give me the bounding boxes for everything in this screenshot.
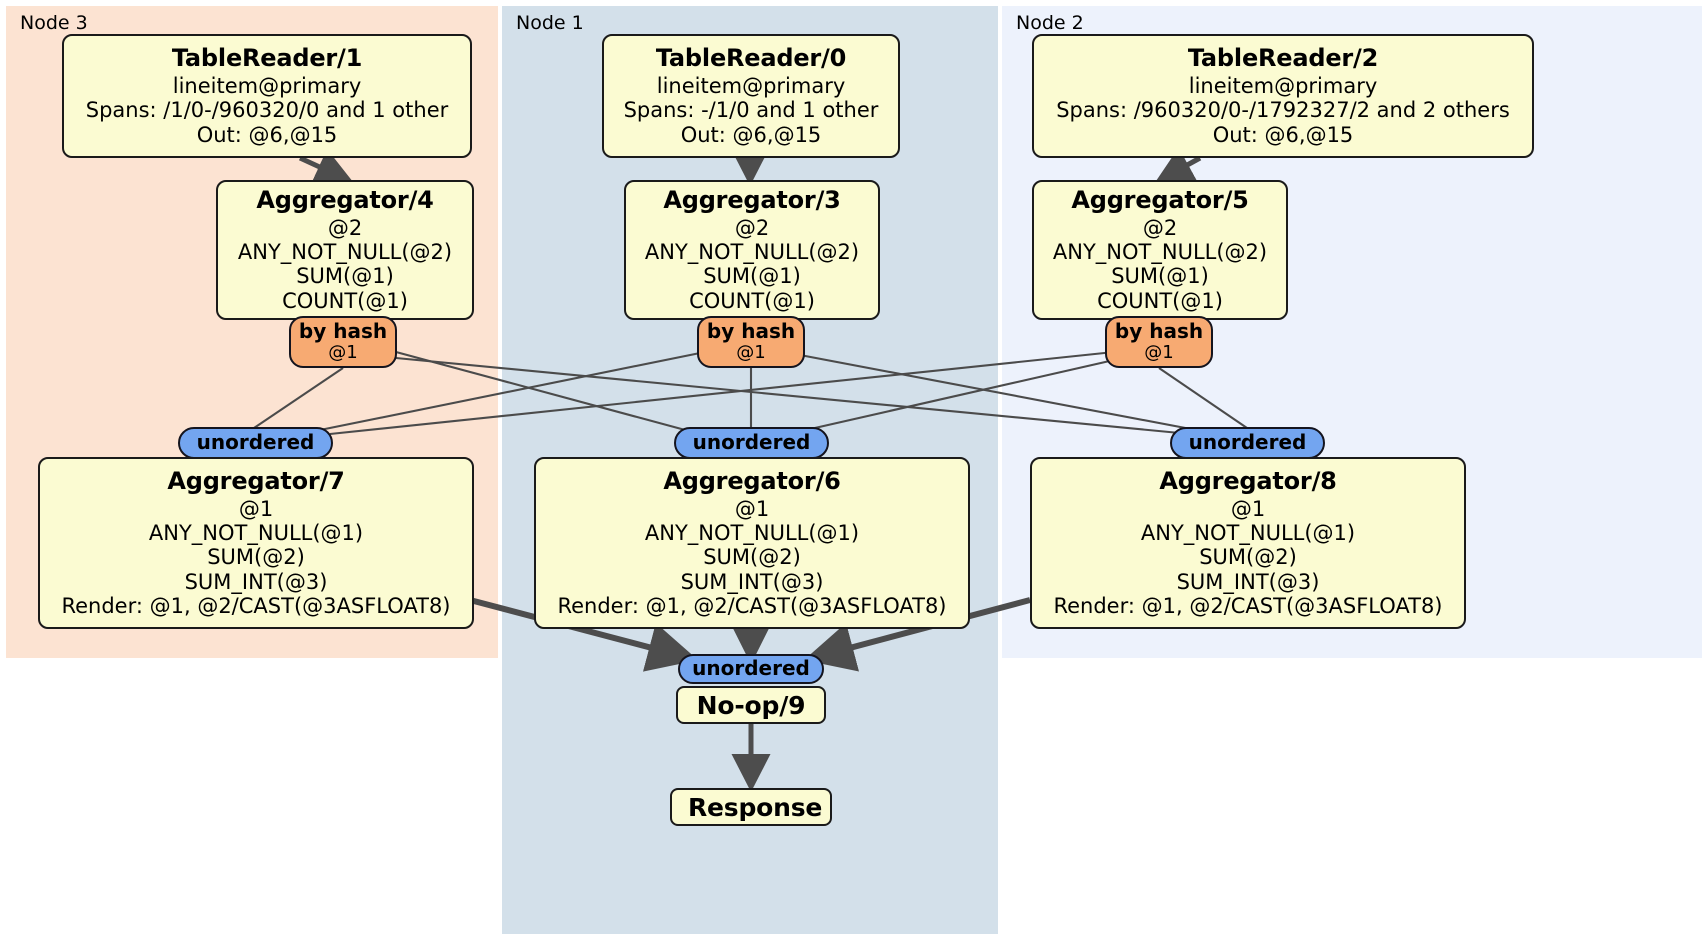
processor-line: SUM(@2) — [207, 545, 305, 570]
synchronizer-label: unordered — [692, 430, 811, 455]
synchronizer-unordered-left[interactable]: unordered — [178, 427, 333, 459]
processor-line: SUM(@2) — [1199, 545, 1297, 570]
processor-render-line: Render: @1, @2/CAST(@3ASFLOAT8) — [557, 593, 947, 618]
processor-line: SUM_INT(@3) — [184, 569, 328, 594]
processor-line: Spans: /1/0-/960320/0 and 1 other — [85, 98, 449, 123]
processor-line: Spans: /960320/0-/1792327/2 and 2 others — [1056, 98, 1510, 123]
processor-line: SUM(@2) — [703, 545, 801, 570]
processor-title: Aggregator/5 — [1071, 185, 1249, 214]
processor-line: @1 — [734, 496, 770, 521]
processor-line: SUM(@1) — [296, 264, 394, 289]
processor-line: COUNT(@1) — [282, 288, 408, 313]
processor-render-line: Render: @1, @2/CAST(@3ASFLOAT8) — [1053, 593, 1443, 618]
processor-aggregator-4[interactable]: Aggregator/4 @2 ANY_NOT_NULL(@2) SUM(@1)… — [216, 180, 474, 320]
router-by-hash-right[interactable]: by hash @1 — [1105, 316, 1213, 368]
processor-line: Out: @6,@15 — [1212, 122, 1354, 147]
processor-line: SUM(@1) — [703, 264, 801, 289]
processor-aggregator-8[interactable]: Aggregator/8 @1 ANY_NOT_NULL(@1) SUM(@2)… — [1030, 457, 1466, 629]
processor-line: Out: @6,@15 — [196, 122, 338, 147]
node-label-node2: Node 2 — [1016, 12, 1084, 34]
processor-line: COUNT(@1) — [689, 288, 815, 313]
node-label-node1: Node 1 — [516, 12, 584, 34]
processor-title: TableReader/2 — [1187, 44, 1379, 73]
processor-table-reader-0[interactable]: TableReader/0 lineitem@primary Spans: -/… — [602, 34, 900, 158]
processor-aggregator-7[interactable]: Aggregator/7 @1 ANY_NOT_NULL(@1) SUM(@2)… — [38, 457, 474, 629]
router-label: by hash — [298, 319, 388, 344]
processor-line: lineitem@primary — [656, 73, 846, 98]
processor-title: Response — [688, 792, 823, 822]
processor-no-op-9[interactable]: No-op/9 — [676, 686, 826, 724]
router-by-hash-mid[interactable]: by hash @1 — [697, 316, 805, 368]
processor-line: lineitem@primary — [172, 73, 362, 98]
router-label: by hash — [706, 319, 796, 344]
synchronizer-unordered-right[interactable]: unordered — [1170, 427, 1325, 459]
processor-line: Out: @6,@15 — [680, 122, 822, 147]
processor-line: ANY_NOT_NULL(@2) — [1052, 240, 1268, 265]
processor-title: Aggregator/7 — [167, 466, 345, 495]
processor-line: SUM(@1) — [1111, 264, 1209, 289]
processor-title: TableReader/0 — [655, 44, 847, 73]
router-column: @1 — [328, 342, 358, 364]
processor-title: TableReader/1 — [171, 44, 363, 73]
processor-table-reader-1[interactable]: TableReader/1 lineitem@primary Spans: /1… — [62, 34, 472, 158]
processor-title: Aggregator/6 — [663, 466, 841, 495]
synchronizer-unordered-final[interactable]: unordered — [678, 654, 824, 684]
processor-table-reader-2[interactable]: TableReader/2 lineitem@primary Spans: /9… — [1032, 34, 1534, 158]
processor-line: ANY_NOT_NULL(@1) — [644, 520, 860, 545]
processor-line: @2 — [1142, 215, 1178, 240]
processor-line: @1 — [238, 496, 274, 521]
synchronizer-label: unordered — [692, 656, 810, 681]
synchronizer-unordered-mid[interactable]: unordered — [674, 427, 829, 459]
processor-line: SUM_INT(@3) — [680, 569, 824, 594]
processor-response[interactable]: Response — [670, 788, 832, 826]
processor-line: COUNT(@1) — [1097, 288, 1223, 313]
node-label-node3: Node 3 — [20, 12, 88, 34]
processor-title: Aggregator/8 — [1159, 466, 1337, 495]
processor-line: @1 — [1230, 496, 1266, 521]
router-column: @1 — [736, 342, 766, 364]
router-column: @1 — [1144, 342, 1174, 364]
processor-line: lineitem@primary — [1188, 73, 1378, 98]
processor-title: Aggregator/4 — [256, 185, 434, 214]
processor-line: SUM_INT(@3) — [1176, 569, 1320, 594]
processor-line: ANY_NOT_NULL(@2) — [644, 240, 860, 265]
processor-render-line: Render: @1, @2/CAST(@3ASFLOAT8) — [61, 593, 451, 618]
router-label: by hash — [1114, 319, 1204, 344]
processor-aggregator-6[interactable]: Aggregator/6 @1 ANY_NOT_NULL(@1) SUM(@2)… — [534, 457, 970, 629]
processor-aggregator-5[interactable]: Aggregator/5 @2 ANY_NOT_NULL(@2) SUM(@1)… — [1032, 180, 1288, 320]
processor-aggregator-3[interactable]: Aggregator/3 @2 ANY_NOT_NULL(@2) SUM(@1)… — [624, 180, 880, 320]
processor-line: ANY_NOT_NULL(@2) — [237, 240, 453, 265]
processor-line: @2 — [327, 215, 363, 240]
processor-title: No-op/9 — [696, 690, 806, 720]
processor-line: ANY_NOT_NULL(@1) — [148, 520, 364, 545]
synchronizer-label: unordered — [1188, 430, 1307, 455]
processor-line: ANY_NOT_NULL(@1) — [1140, 520, 1356, 545]
synchronizer-label: unordered — [196, 430, 315, 455]
processor-title: Aggregator/3 — [663, 185, 841, 214]
processor-line: Spans: -/1/0 and 1 other — [623, 98, 879, 123]
router-by-hash-left[interactable]: by hash @1 — [289, 316, 397, 368]
processor-line: @2 — [734, 215, 770, 240]
